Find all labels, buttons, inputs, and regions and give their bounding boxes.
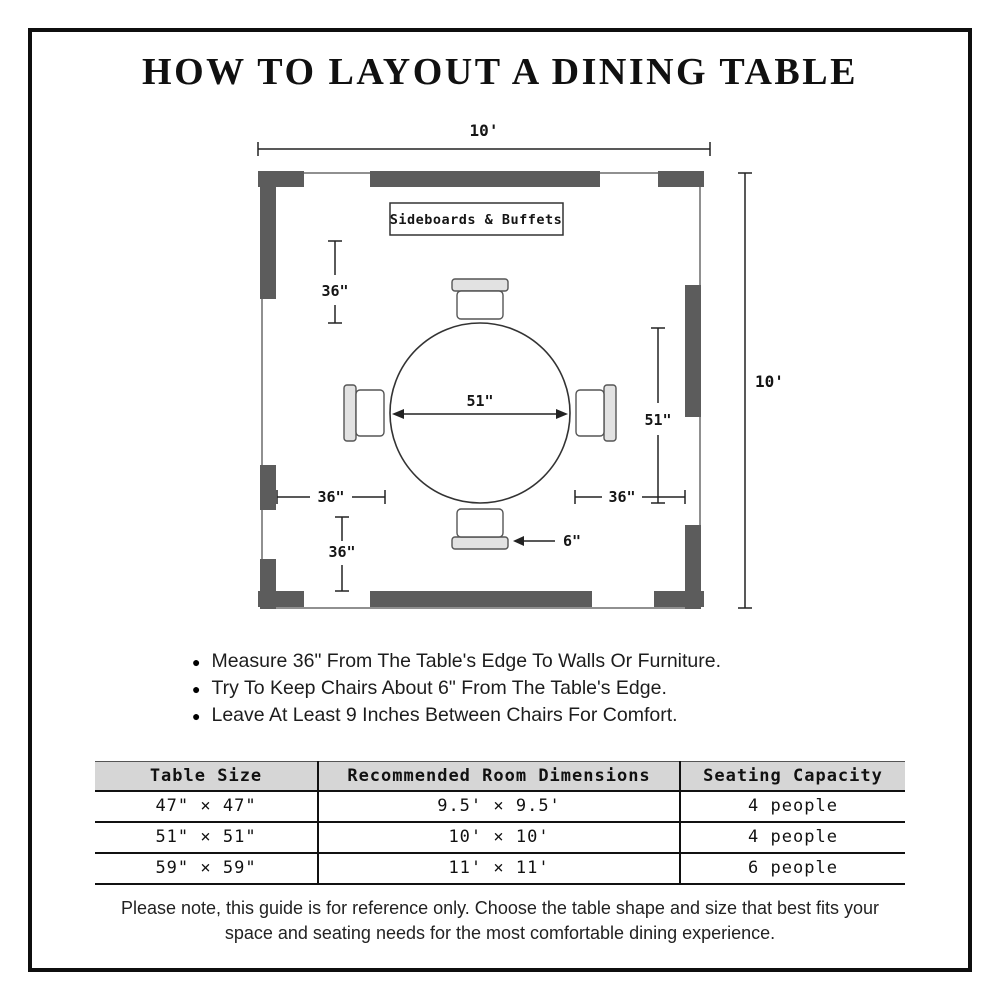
dim-clearance-right-label: 36" bbox=[608, 488, 635, 506]
note-item: ● Leave At Least 9 Inches Between Chairs… bbox=[192, 702, 721, 729]
dim-room-width-label: 10' bbox=[470, 121, 499, 140]
cell-table-size: 51" × 51" bbox=[95, 822, 318, 854]
table-header-row: Table Size Recommended Room Dimensions S… bbox=[95, 761, 905, 792]
dim-side-clearance-line bbox=[651, 327, 665, 504]
floor-plan-diagram: 10' 10' Sideboards & Buffets bbox=[257, 121, 784, 609]
bullet-icon: ● bbox=[192, 680, 201, 697]
dim-clearance-bottom-line bbox=[335, 516, 349, 592]
dim-side-clearance-label: 51" bbox=[644, 411, 671, 429]
dim-chair-gap-label: 6" bbox=[563, 532, 581, 550]
note-text: Measure 36" From The Table's Edge To Wal… bbox=[211, 650, 722, 672]
cell-seating-capacity: 6 people bbox=[679, 853, 905, 885]
dim-clearance-left-label: 36" bbox=[317, 488, 344, 506]
table-row: 47" × 47" 9.5' × 9.5' 4 people bbox=[95, 791, 905, 823]
dim-clearance-top-label: 36" bbox=[321, 282, 348, 300]
dining-table bbox=[389, 322, 571, 504]
header-room-dimensions: Recommended Room Dimensions bbox=[317, 761, 680, 792]
page-title: HOW TO LAYOUT A DINING TABLE bbox=[142, 51, 858, 93]
footer-note: Please note, this guide is for reference… bbox=[120, 898, 880, 943]
cell-room-dimensions: 11' × 11' bbox=[317, 853, 680, 885]
table-row: 51" × 51" 10' × 10' 4 people bbox=[95, 822, 905, 854]
dim-room-height-line bbox=[738, 172, 752, 609]
dim-clearance-left-line bbox=[276, 490, 386, 504]
chair-left bbox=[343, 384, 385, 442]
wall-segments bbox=[258, 171, 704, 609]
cell-seating-capacity: 4 people bbox=[679, 822, 905, 854]
sideboard-box bbox=[389, 202, 564, 236]
notes-list: ● Measure 36" From The Table's Edge To W… bbox=[192, 648, 721, 729]
note-text: Leave At Least 9 Inches Between Chairs F… bbox=[211, 704, 678, 726]
cell-seating-capacity: 4 people bbox=[679, 791, 905, 823]
table-row: 59" × 59" 11' × 11' 6 people bbox=[95, 853, 905, 885]
note-item: ● Measure 36" From The Table's Edge To W… bbox=[192, 648, 721, 675]
dim-clearance-right-line bbox=[574, 490, 686, 504]
note-text: Try To Keep Chairs About 6" From The Tab… bbox=[211, 677, 667, 699]
arrowhead-chair-gap bbox=[513, 536, 524, 546]
cell-table-size: 47" × 47" bbox=[95, 791, 318, 823]
chair-bottom bbox=[451, 508, 509, 550]
size-guide-table: Table Size Recommended Room Dimensions S… bbox=[95, 761, 905, 885]
dim-table-diameter-label: 51" bbox=[466, 392, 493, 410]
cell-room-dimensions: 10' × 10' bbox=[317, 822, 680, 854]
note-item: ● Try To Keep Chairs About 6" From The T… bbox=[192, 675, 721, 702]
sideboard-label: Sideboards & Buffets bbox=[390, 212, 563, 228]
chair-right bbox=[575, 384, 617, 442]
header-seating-capacity: Seating Capacity bbox=[679, 761, 905, 792]
bullet-icon: ● bbox=[192, 653, 201, 670]
arrowhead-right bbox=[556, 409, 568, 419]
chair-top bbox=[451, 278, 509, 320]
cell-table-size: 59" × 59" bbox=[95, 853, 318, 885]
dim-room-height-label: 10' bbox=[755, 372, 784, 391]
bullet-icon: ● bbox=[192, 707, 201, 724]
dim-clearance-top-line bbox=[328, 240, 342, 324]
header-table-size: Table Size bbox=[95, 761, 318, 792]
dim-clearance-bottom-label: 36" bbox=[328, 543, 355, 561]
arrowhead-left bbox=[392, 409, 404, 419]
dim-room-width-line bbox=[257, 142, 711, 156]
cell-room-dimensions: 9.5' × 9.5' bbox=[317, 791, 680, 823]
